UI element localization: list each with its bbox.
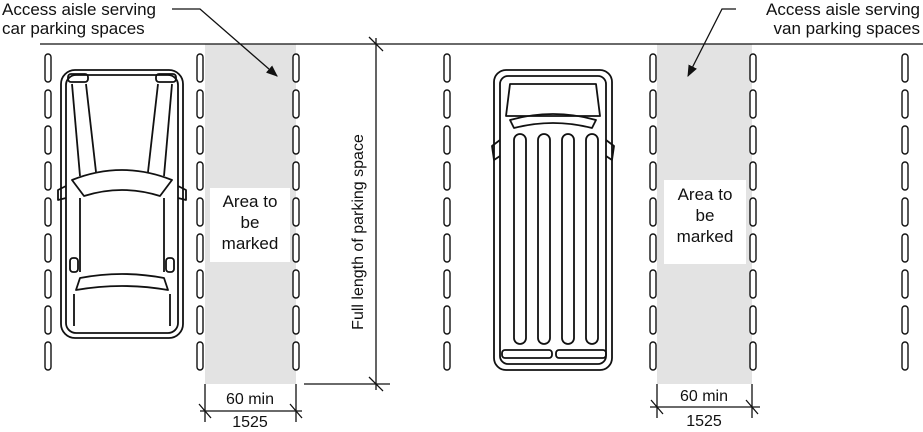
stripe-dash xyxy=(649,89,657,119)
stripe-dash xyxy=(196,233,204,263)
stripe-dash xyxy=(196,125,204,155)
car-icon xyxy=(57,69,187,339)
stripe-dash xyxy=(649,233,657,263)
stripe-dash xyxy=(749,233,757,263)
van-aisle-label-line1: Area to xyxy=(678,185,733,204)
stripe-dash xyxy=(901,89,909,119)
car-callout-line2: car parking spaces xyxy=(2,19,145,38)
van-aisle-label-line3: marked xyxy=(677,227,734,246)
stripe-dash xyxy=(649,197,657,227)
stripe-dash xyxy=(901,53,909,83)
stripe-dash xyxy=(901,341,909,371)
stripe-dash xyxy=(196,161,204,191)
stripe-dash xyxy=(44,125,52,155)
stripe-dash xyxy=(292,161,300,191)
stripe-dash xyxy=(649,53,657,83)
stripe-dash xyxy=(44,233,52,263)
stripe-dash xyxy=(44,269,52,299)
stripe-dash xyxy=(749,197,757,227)
stripe-dash xyxy=(443,53,451,83)
van-aisle-label-line2: be xyxy=(696,206,715,225)
stripe-dash xyxy=(196,53,204,83)
stripe-dash xyxy=(292,269,300,299)
stripe-dash xyxy=(749,53,757,83)
stripe-dash xyxy=(649,125,657,155)
car-aisle-label-line1: Area to xyxy=(223,192,278,211)
stripe-dash xyxy=(649,341,657,371)
stripe-dash xyxy=(196,197,204,227)
stripe-dash xyxy=(443,161,451,191)
stripe-dash xyxy=(649,269,657,299)
stripe-dash xyxy=(44,53,52,83)
stripe-dash xyxy=(443,341,451,371)
stripe-dash xyxy=(292,233,300,263)
stripe-dash xyxy=(292,305,300,335)
stripe-dash xyxy=(44,197,52,227)
stripe-dash xyxy=(292,341,300,371)
stripe-dash xyxy=(749,89,757,119)
stripe-dash xyxy=(901,233,909,263)
stripe-dash xyxy=(44,341,52,371)
van-width-inches: 60 min xyxy=(680,388,728,405)
stripe-dash xyxy=(901,305,909,335)
van-width-dimension xyxy=(650,384,760,418)
stripe-dash xyxy=(649,305,657,335)
van-icon xyxy=(491,69,615,371)
parking-stripe-lines xyxy=(44,53,909,371)
stripe-dash xyxy=(649,161,657,191)
car-aisle-label-box xyxy=(210,188,290,262)
stripe-dash xyxy=(196,89,204,119)
stripe-dash xyxy=(196,305,204,335)
stripe-dash xyxy=(749,125,757,155)
full-length-dimension xyxy=(304,36,390,392)
stripe-dash xyxy=(292,197,300,227)
van-aisle-label-box xyxy=(664,180,746,264)
van-callout-line1: Access aisle serving xyxy=(766,0,920,19)
stripe-dash xyxy=(749,269,757,299)
stripe-dash xyxy=(292,89,300,119)
car-aisle-label-line3: marked xyxy=(222,234,279,253)
stripe-dash xyxy=(901,125,909,155)
stripe-dash xyxy=(443,125,451,155)
van-width-mm: 1525 xyxy=(686,413,722,430)
stripe-dash xyxy=(901,197,909,227)
stripe-dash xyxy=(749,341,757,371)
car-width-inches: 60 min xyxy=(226,391,274,408)
stripe-dash xyxy=(196,269,204,299)
car-callout-leader xyxy=(172,8,278,77)
stripe-dash xyxy=(44,89,52,119)
car-callout-line1: Access aisle serving xyxy=(2,0,156,19)
stripe-dash xyxy=(443,89,451,119)
stripe-dash xyxy=(443,305,451,335)
stripe-dash xyxy=(443,233,451,263)
stripe-dash xyxy=(901,161,909,191)
car-width-mm: 1525 xyxy=(232,414,268,431)
stripe-dash xyxy=(196,341,204,371)
stripe-dash xyxy=(443,197,451,227)
full-length-label: Full length of parking space xyxy=(350,134,367,330)
van-callout-line2: van parking spaces xyxy=(774,19,920,38)
stripe-dash xyxy=(443,269,451,299)
stripe-dash xyxy=(901,269,909,299)
stripe-dash xyxy=(749,305,757,335)
stripe-dash xyxy=(292,53,300,83)
van-callout-leader xyxy=(687,8,736,78)
stripe-dash xyxy=(292,125,300,155)
car-aisle-label-line2: be xyxy=(241,213,260,232)
car-width-dimension xyxy=(198,384,303,422)
stripe-dash xyxy=(749,161,757,191)
stripe-dash xyxy=(44,161,52,191)
stripe-dash xyxy=(44,305,52,335)
